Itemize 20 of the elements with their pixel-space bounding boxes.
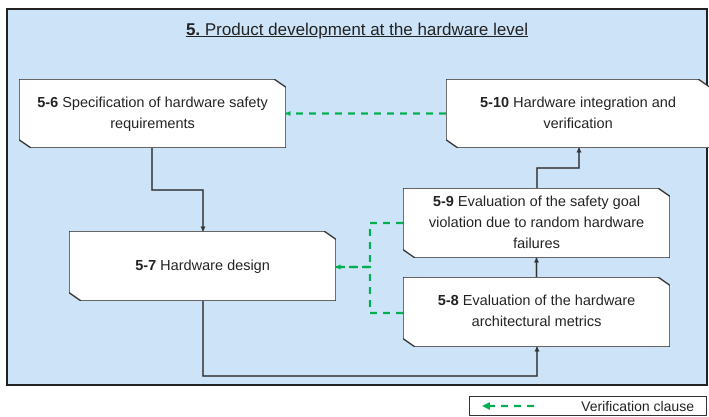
- panel-title: 5. Product development at the hardware level: [186, 19, 528, 40]
- process-label: 5-9 Evaluation of the safety goal violation due to random hardware failures: [428, 192, 646, 254]
- process-box: [403, 277, 670, 347]
- arrow: [534, 258, 539, 277]
- process-box: [19, 79, 286, 148]
- legend-label: Verification clause: [581, 399, 694, 413]
- process-label: 5-8 Evaluation of the hardware architectural metrics: [436, 292, 636, 332]
- dashed-arrow: [336, 222, 403, 270]
- arrow: [151, 148, 206, 232]
- dashed-arrow: [286, 111, 446, 116]
- process-label: 5-10 Hardware integration and verification: [479, 94, 677, 134]
- arrow: [536, 148, 582, 188]
- process-box: [69, 231, 336, 301]
- process-label: 5-7 Hardware design: [135, 256, 270, 276]
- arrow: [202, 301, 540, 377]
- process-box: [446, 79, 709, 148]
- process-panel: [6, 8, 708, 386]
- process-label: 5-6 Specification of hardware safety requirements: [36, 94, 269, 134]
- dashed-arrow: [336, 264, 403, 314]
- process-box: [403, 188, 670, 258]
